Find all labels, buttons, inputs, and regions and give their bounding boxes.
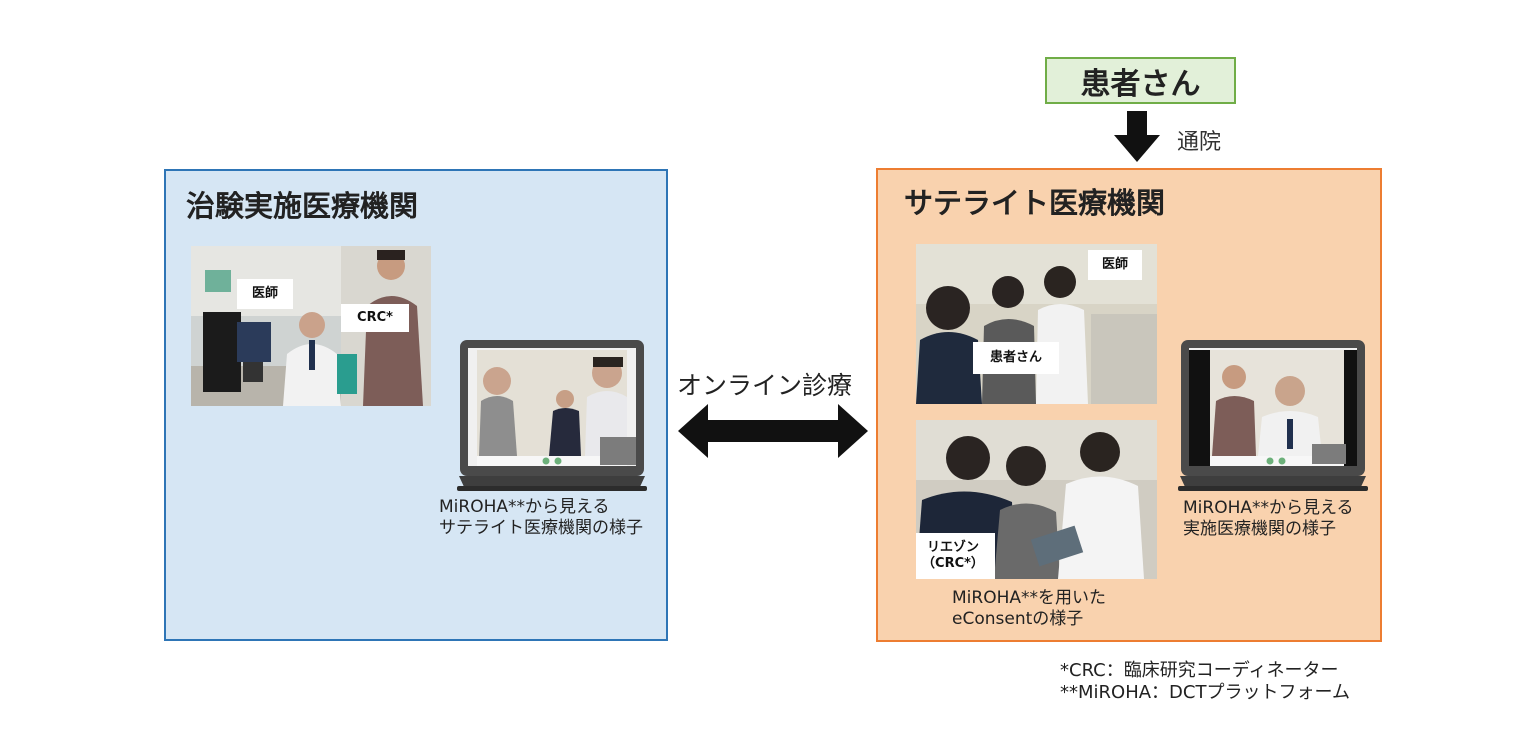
left-laptop-caption: MiROHA**から見える サテライト医療機関の様子	[439, 497, 643, 539]
right-laptop-caption: MiROHA**から見える 実施医療機関の様子	[1183, 498, 1354, 540]
left-laptop-caption-line1: MiROHA**から見える	[439, 497, 610, 517]
label-liaison: リエゾン （CRC*）	[916, 533, 995, 579]
photo-doctor-crc: 医師 CRC*	[191, 246, 431, 406]
econsent-caption-line1: MiROHA**を用いた	[952, 588, 1106, 608]
label-doctor: 医師	[237, 279, 293, 309]
down-arrow-icon	[1114, 111, 1160, 162]
laptop-satellite-view	[457, 339, 647, 491]
right-laptop-caption-line1: MiROHA**から見える	[1183, 498, 1354, 518]
laptop-icon	[457, 340, 647, 491]
online-consultation-label: オンライン診療	[677, 371, 853, 400]
label-patient: 患者さん	[973, 342, 1059, 374]
label-doctor-satellite: 医師	[1088, 250, 1142, 280]
photo-econsent: リエゾン （CRC*）	[916, 420, 1157, 579]
photo-doctor-patient-illustration	[916, 244, 1157, 404]
arrow-label: 通院	[1177, 130, 1222, 155]
left-panel-title: 治験実施医療機関	[186, 189, 419, 223]
label-liaison-line1: リエゾン	[926, 539, 979, 555]
double-arrow-icon	[678, 404, 868, 458]
econsent-caption-line2: eConsentの様子	[952, 609, 1084, 629]
econsent-caption: MiROHA**を用いた eConsentの様子	[952, 588, 1106, 630]
right-panel-title: サテライト医療機関	[904, 186, 1166, 220]
left-laptop-caption-line2: サテライト医療機関の様子	[439, 518, 643, 538]
laptop-trial-institution-view	[1178, 339, 1368, 491]
right-laptop-caption-line2: 実施医療機関の様子	[1183, 519, 1336, 539]
footnotes: *CRC：臨床研究コーディネーター **MiROHA：DCTプラットフォーム	[1060, 660, 1350, 704]
photo-doctor-patient: 医師 患者さん	[916, 244, 1157, 404]
footnote-miroha: **MiROHA：DCTプラットフォーム	[1060, 682, 1350, 703]
patient-box: 患者さん	[1045, 57, 1236, 104]
label-crc: CRC*	[341, 304, 409, 332]
footnote-crc: *CRC：臨床研究コーディネーター	[1060, 660, 1339, 681]
laptop-icon-right	[1178, 340, 1368, 491]
label-liaison-line2: （CRC*）	[922, 556, 984, 571]
